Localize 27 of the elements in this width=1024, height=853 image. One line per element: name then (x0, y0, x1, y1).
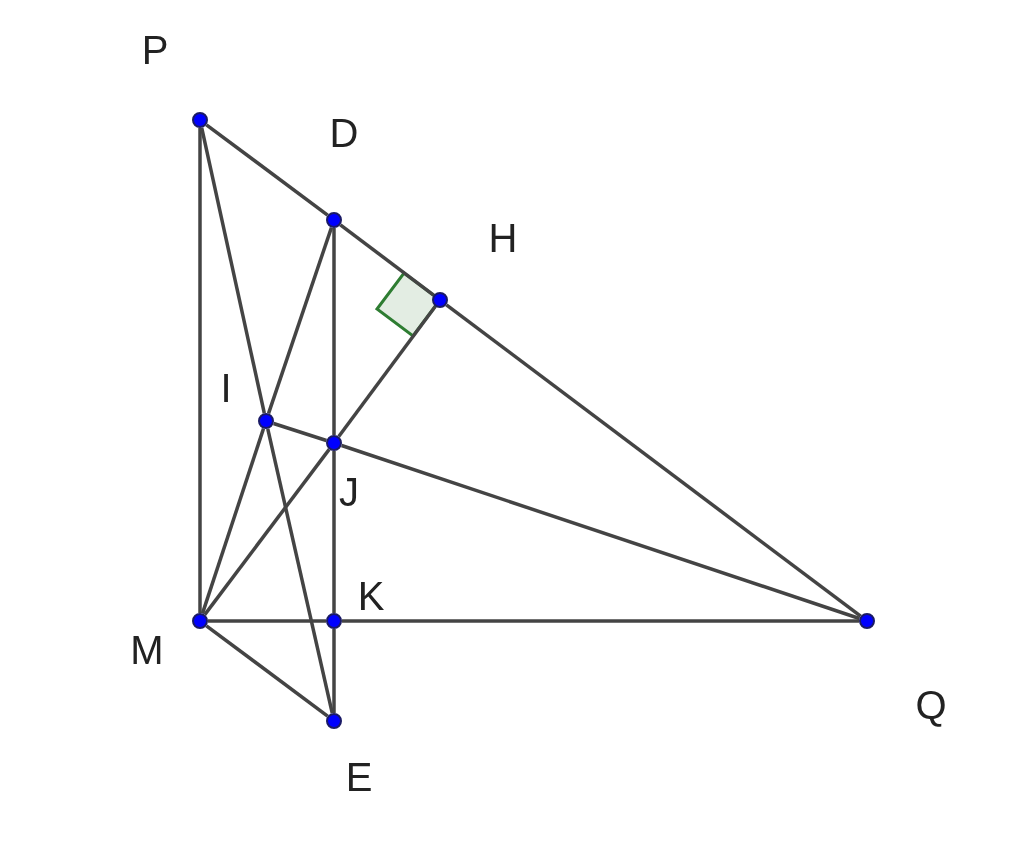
point-label: H (488, 218, 518, 258)
line-segment (445, 303, 862, 618)
line-segment (200, 428, 266, 614)
line-segment (208, 619, 326, 623)
line-segment (332, 451, 336, 613)
line-segment (337, 305, 437, 438)
line-segment (341, 443, 860, 621)
line-segment (332, 629, 336, 713)
line-segment (266, 428, 334, 714)
point-label: E (345, 757, 373, 797)
line-segment (342, 619, 859, 623)
line-segment (339, 223, 435, 297)
line-segment (205, 123, 329, 217)
line-segment (266, 227, 334, 414)
point-label: P (141, 30, 169, 70)
line-segment (332, 228, 336, 435)
point-label: Q (915, 685, 947, 725)
line-segment (205, 624, 329, 718)
point-label: J (339, 472, 359, 512)
point-label: K (357, 576, 385, 616)
line-segment (203, 448, 331, 616)
line-segment (200, 127, 266, 414)
line-segment (198, 128, 202, 613)
line-segment (273, 421, 327, 443)
point-label: M (130, 630, 164, 670)
point-label: D (329, 113, 359, 153)
point-label: I (220, 368, 232, 408)
